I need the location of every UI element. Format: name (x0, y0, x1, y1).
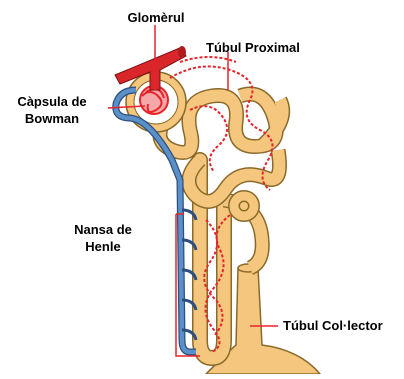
label-capsula-bowman-line1: Càpsula de (2, 94, 102, 110)
label-tubul-collector: Túbul Col·lector (283, 318, 383, 334)
label-glomerul: Glomèrul (118, 10, 194, 26)
label-tubul-proximal: Túbul Proximal (206, 40, 300, 56)
label-nansa-henle-line1: Nansa de (58, 222, 148, 238)
label-capsula-bowman-line2: Bowman (2, 111, 102, 127)
label-nansa-henle-line2: Henle (58, 239, 148, 255)
